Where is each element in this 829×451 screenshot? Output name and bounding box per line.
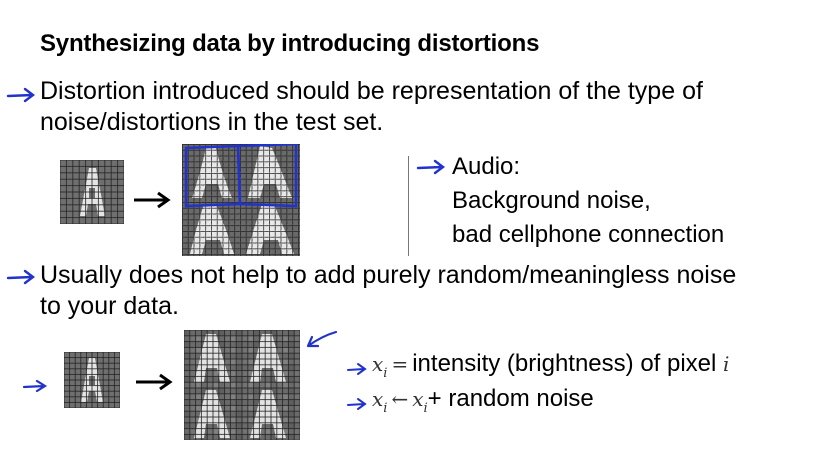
audio-example: Audio: Background noise, bad cellphone c… [452, 150, 724, 252]
right-arrow-icon [134, 191, 171, 209]
math-text: + random noise [427, 385, 594, 412]
bullet-text-1: Distortion introduced should be represen… [40, 76, 703, 138]
distorted-letter-a-grid [182, 144, 300, 256]
slide-title: Synthesizing data by introducing distort… [40, 30, 540, 57]
bullet-1-line-1: Distortion introduced should be represen… [40, 77, 703, 105]
math-variable-2: x [412, 387, 424, 411]
math-index: i [723, 352, 730, 376]
hand-drawn-arrow-icon [6, 269, 35, 285]
random-noise-update: xi←xi+ random noise [372, 385, 594, 416]
math-subscript: i [383, 400, 388, 416]
pixel-intensity-definition: xi=intensity (brightness) of pixel i [372, 350, 729, 381]
hand-drawn-arrow-icon [347, 363, 367, 375]
right-arrow-icon [136, 373, 173, 391]
letter-a-original-image [64, 352, 120, 408]
letter-a-original-image [60, 160, 124, 224]
audio-line-2: bad cellphone connection [452, 221, 725, 248]
math-variable: x [372, 387, 384, 411]
math-arrow: ← [391, 387, 409, 411]
hand-drawn-pointer-icon [306, 330, 338, 348]
bullet-text-2: Usually does not help to add purely rand… [40, 260, 736, 322]
audio-heading: Audio: [452, 153, 521, 180]
bullet-2-line-1: Usually does not help to add purely rand… [40, 261, 737, 289]
math-equals: = [391, 352, 409, 376]
math-subscript-2: i [423, 400, 428, 416]
hand-drawn-arrow-icon [347, 398, 367, 410]
vertical-divider [408, 156, 409, 256]
math-variable: x [372, 352, 384, 376]
noisy-letter-a-grid [184, 330, 300, 440]
audio-line-1: Background noise, [452, 187, 651, 214]
math-text: intensity (brightness) of pixel [412, 350, 717, 377]
hand-drawn-arrow-icon [22, 379, 48, 393]
bullet-1-line-2: noise/distortions in the test set. [40, 108, 384, 136]
bullet-2-line-2: to your data. [40, 292, 179, 320]
math-subscript: i [383, 365, 388, 381]
hand-drawn-arrow-icon [416, 159, 445, 175]
hand-drawn-arrow-icon [6, 87, 35, 103]
